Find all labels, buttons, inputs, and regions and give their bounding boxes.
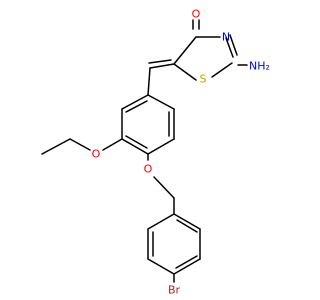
bond [147, 213, 175, 230]
bond [147, 138, 175, 155]
bond [102, 138, 123, 151]
bond [125, 100, 148, 113]
bond [148, 59, 172, 64]
bond [173, 63, 197, 81]
bond [173, 258, 201, 275]
bond [69, 138, 91, 151]
bond [147, 94, 175, 110]
bond [121, 94, 149, 110]
bond [125, 135, 148, 149]
bromine-label: Br [168, 284, 181, 297]
nitrogen-ring-label: N [222, 31, 230, 44]
structure-canvas: O N NH₂ S O O Br [41, 8, 270, 297]
bond [121, 138, 149, 155]
bond [173, 36, 197, 65]
bond [229, 34, 238, 56]
bond [173, 213, 201, 230]
oxygen-ether-label: O [144, 163, 153, 176]
bond [175, 255, 198, 269]
oxygen-carbonyl-label: O [192, 8, 201, 21]
bond [225, 37, 234, 58]
amino-label: NH₂ [249, 60, 270, 73]
bond [41, 138, 71, 155]
atom-labels: O N NH₂ S O O Br [92, 8, 270, 297]
molecule-diagram: O N NH₂ S O O Br [41, 8, 270, 297]
bond [153, 176, 175, 199]
bond [211, 62, 233, 78]
bond [149, 63, 175, 69]
bond [176, 219, 198, 233]
bonds [41, 19, 248, 283]
oxygen-ethoxy-label: O [92, 148, 101, 161]
sulfur-ring-label: S [200, 73, 207, 86]
bond [147, 67, 151, 96]
bond [147, 258, 175, 275]
